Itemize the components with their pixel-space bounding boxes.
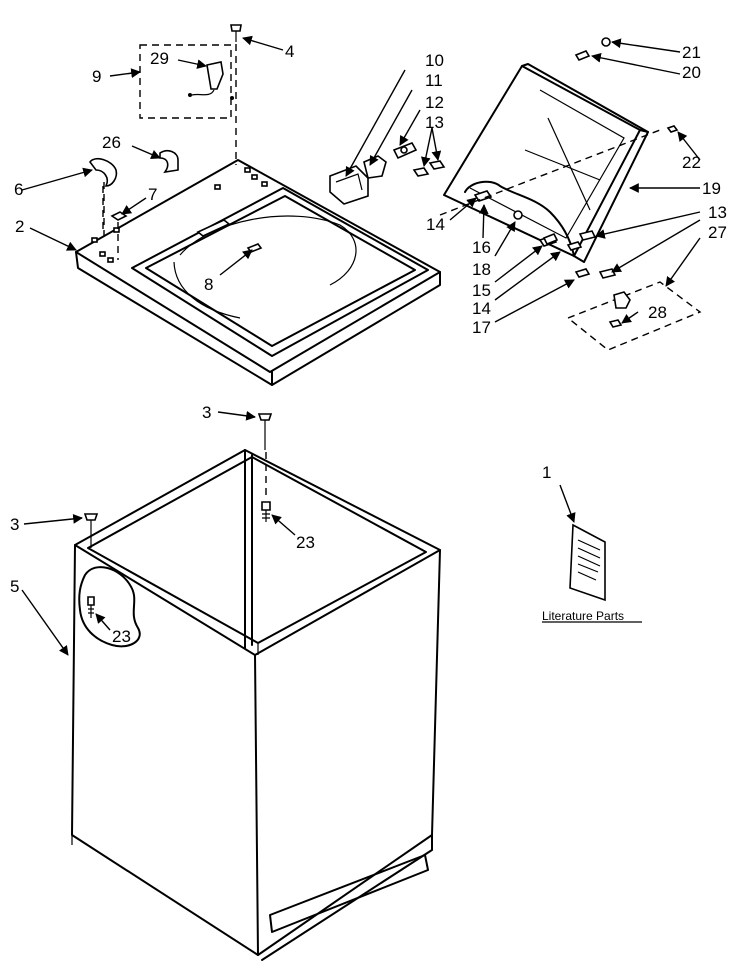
leader-lines (21, 35, 701, 656)
label-21: 21 (682, 43, 701, 62)
screw-23-inner (87, 596, 95, 618)
label-19: 19 (702, 179, 721, 198)
label-22: 22 (682, 153, 701, 172)
label-20: 20 (682, 63, 701, 82)
screw-3-right (257, 413, 273, 450)
label-13a: 13 (425, 113, 444, 132)
screw-4 (230, 24, 242, 165)
label-4: 4 (285, 42, 294, 61)
literature-booklet (542, 523, 642, 623)
literature-caption: Literature Parts (542, 609, 624, 623)
label-6: 6 (14, 180, 23, 199)
label-28: 28 (648, 303, 667, 322)
labels: 1 2 3 3 4 5 6 7 8 9 10 11 12 13 14 16 18… (10, 42, 727, 646)
label-10: 10 (425, 51, 444, 70)
label-2: 2 (15, 217, 24, 236)
kit-27 (566, 281, 702, 351)
kit-9 (139, 44, 234, 119)
hinge-11 (363, 155, 387, 179)
screw-3-left (83, 513, 99, 548)
screws-13-top (412, 160, 446, 177)
label-3b: 3 (10, 515, 19, 534)
screw-23-right (261, 452, 271, 522)
hinge-hardware-right (542, 230, 617, 279)
label-15: 15 (472, 281, 491, 300)
label-8: 8 (204, 275, 213, 294)
top-cover (75, 159, 441, 386)
clip-26 (159, 150, 179, 174)
cabinet (71, 413, 441, 961)
label-18: 18 (472, 260, 491, 279)
bracket-6 (89, 158, 118, 232)
label-1: 1 (542, 463, 551, 482)
label-5: 5 (10, 577, 19, 596)
lid-19 (439, 37, 679, 263)
label-14b: 14 (472, 299, 491, 318)
cutaway-window (78, 566, 141, 648)
label-17: 17 (472, 318, 491, 337)
label-16: 16 (472, 238, 491, 257)
label-14a: 14 (426, 215, 445, 234)
hinge-pin-12 (392, 142, 418, 160)
label-9: 9 (92, 67, 101, 86)
hinge-bracket-10 (329, 165, 369, 205)
label-12: 12 (425, 93, 444, 112)
label-11: 11 (425, 71, 443, 90)
label-7: 7 (148, 185, 157, 204)
label-26: 26 (102, 133, 121, 152)
label-23b: 23 (112, 627, 131, 646)
label-13b: 13 (708, 203, 727, 222)
label-3a: 3 (202, 403, 211, 422)
label-29: 29 (150, 49, 169, 68)
label-23a: 23 (296, 533, 315, 552)
label-27: 27 (708, 223, 727, 242)
